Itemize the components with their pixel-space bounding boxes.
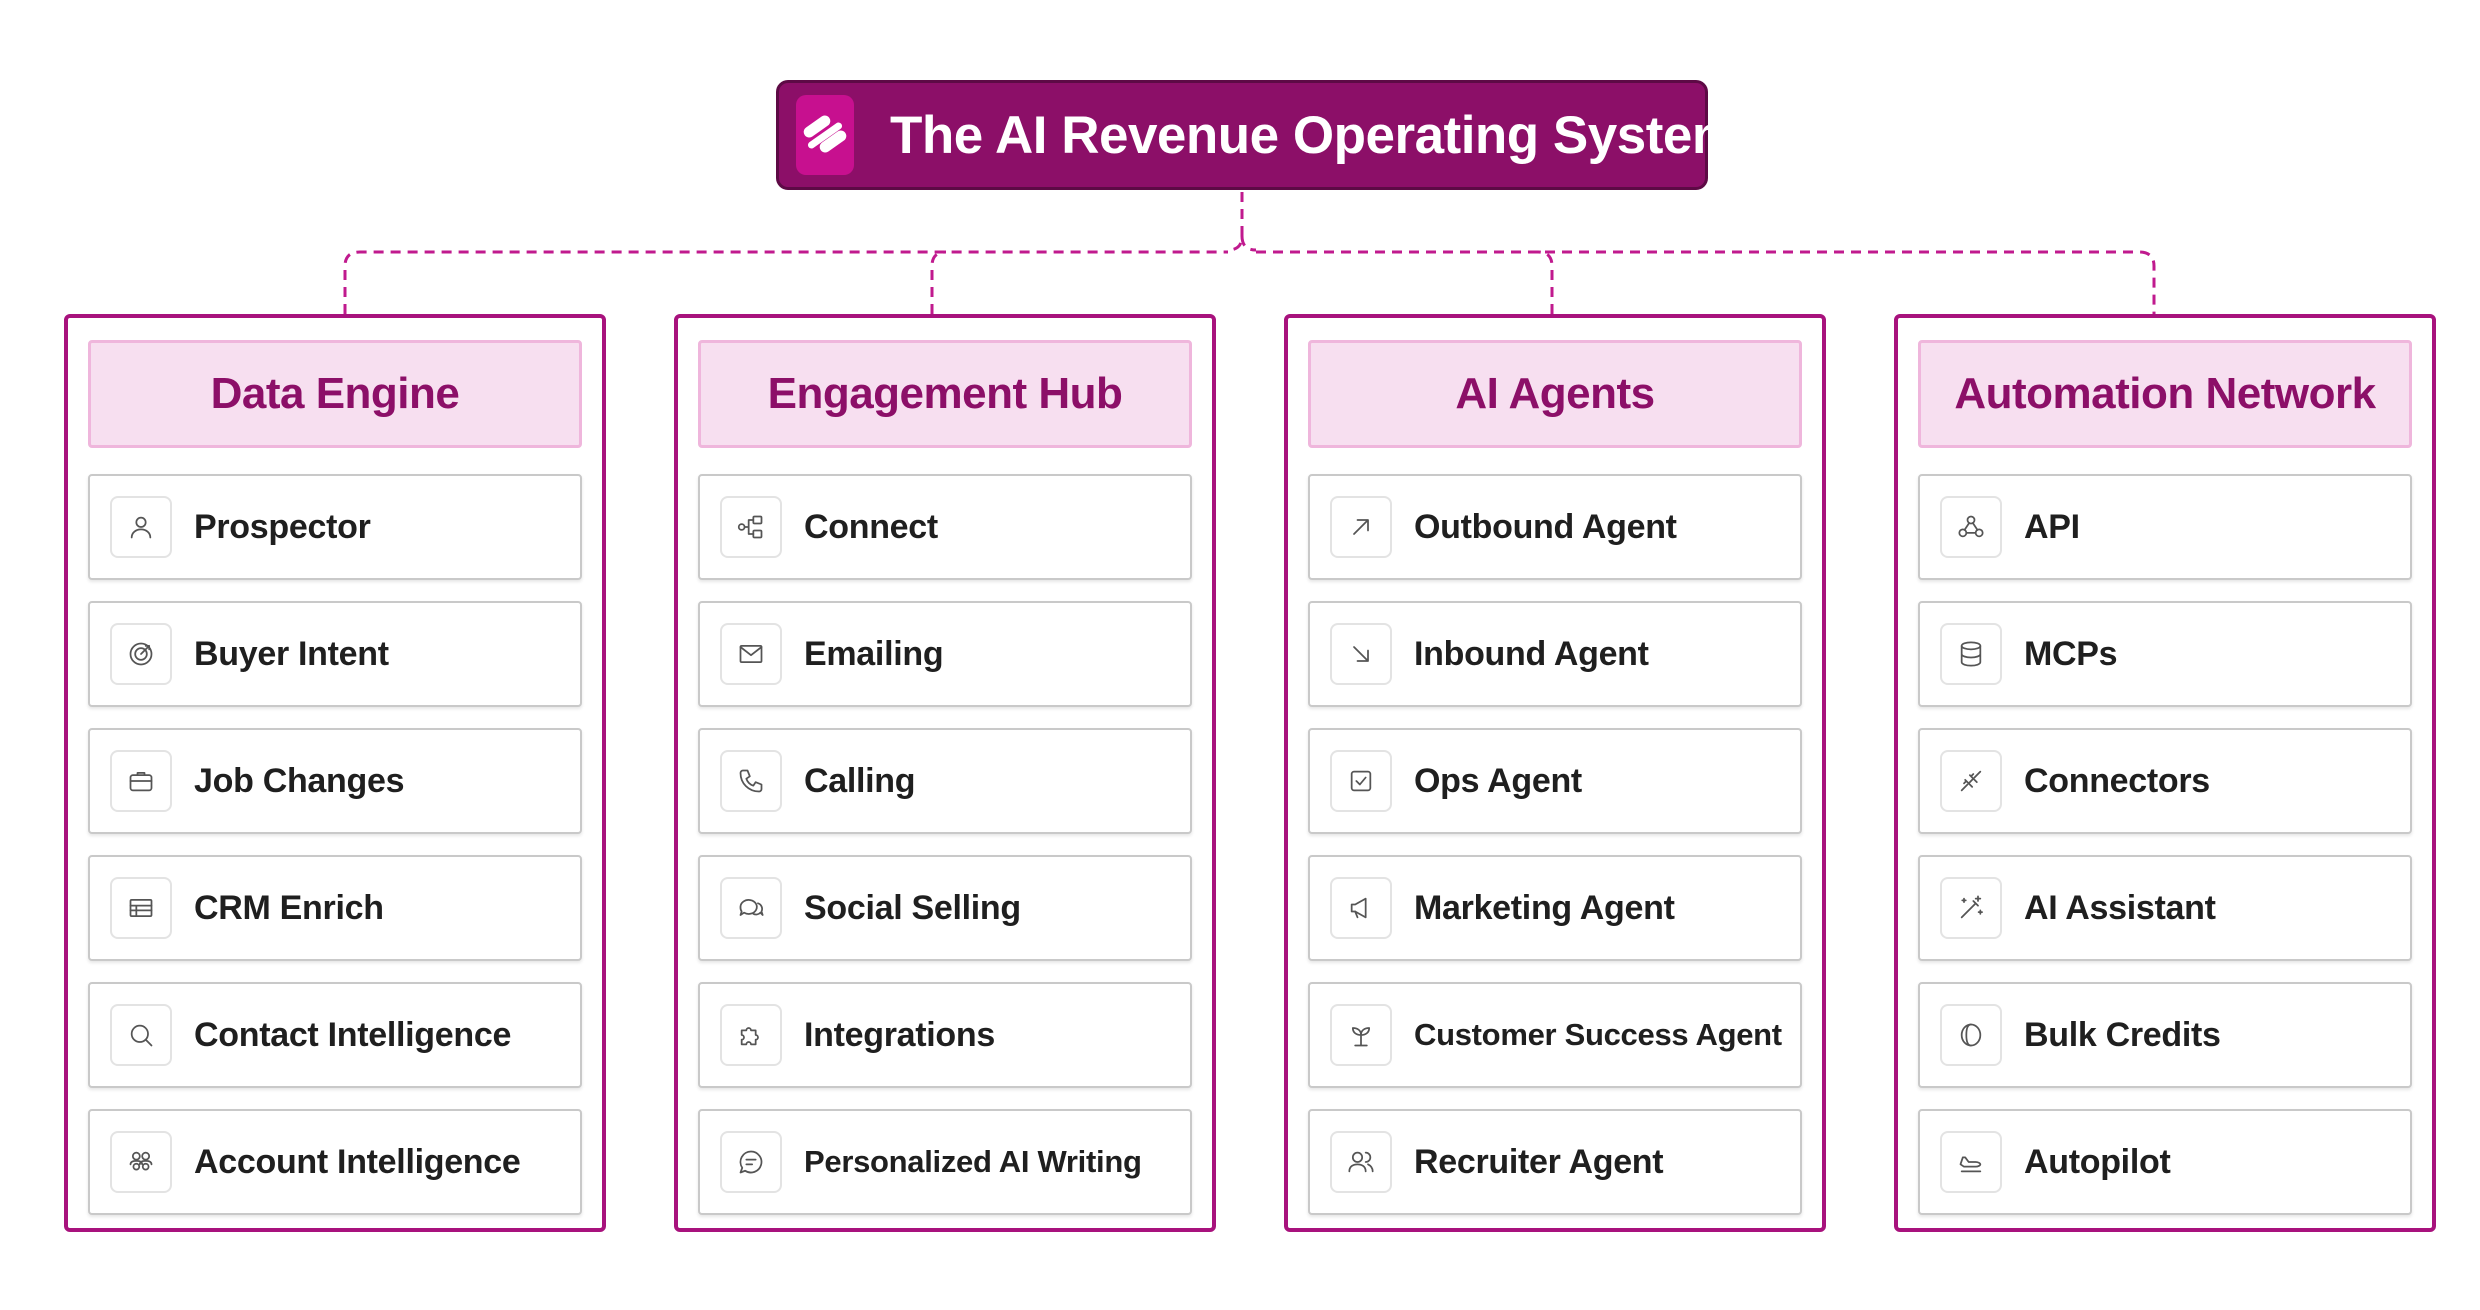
webhook-icon	[1940, 496, 2002, 558]
users-group-icon	[110, 1131, 172, 1193]
list-item-crm-enrich: CRM Enrich	[88, 855, 582, 961]
page-title: The AI Revenue Operating System	[890, 105, 1739, 165]
list-item-bulk-credits: Bulk Credits	[1918, 982, 2412, 1088]
list-item-connect: Connect	[698, 474, 1192, 580]
item-label: Connect	[804, 507, 938, 546]
list-item-prospector: Prospector	[88, 474, 582, 580]
item-label: MCPs	[2024, 634, 2118, 673]
item-label: CRM Enrich	[194, 888, 384, 927]
list-item-contact-intelligence: Contact Intelligence	[88, 982, 582, 1088]
item-label: Prospector	[194, 507, 371, 546]
puzzle-icon	[720, 1004, 782, 1066]
column-header: AI Agents	[1308, 340, 1802, 448]
list-item-recruiter-agent: Recruiter Agent	[1308, 1109, 1802, 1215]
item-label: Contact Intelligence	[194, 1015, 512, 1054]
item-label: Outbound Agent	[1414, 507, 1677, 546]
item-label: Marketing Agent	[1414, 888, 1675, 927]
checkbox-icon	[1330, 750, 1392, 812]
list-item-account-intelligence: Account Intelligence	[88, 1109, 582, 1215]
item-label: Buyer Intent	[194, 634, 389, 673]
plant-icon	[1330, 1004, 1392, 1066]
item-label: API	[2024, 507, 2080, 546]
item-label: AI Assistant	[2024, 888, 2216, 927]
item-label: Calling	[804, 761, 916, 800]
mail-icon	[720, 623, 782, 685]
magic-wand-icon	[1940, 877, 2002, 939]
item-label: Integrations	[804, 1015, 995, 1054]
item-label: Autopilot	[2024, 1142, 2171, 1181]
list-item-buyer-intent: Buyer Intent	[88, 601, 582, 707]
briefcase-icon	[110, 750, 172, 812]
root-title-box: The AI Revenue Operating System	[776, 80, 1739, 190]
column-header: Data Engine	[88, 340, 582, 448]
table-icon	[110, 877, 172, 939]
list-item-connectors: Connectors	[1918, 728, 2412, 834]
megaphone-icon	[1330, 877, 1392, 939]
item-label: Ops Agent	[1414, 761, 1582, 800]
drop-connector-3	[1537, 250, 1554, 314]
item-label: Inbound Agent	[1414, 634, 1649, 673]
arrow-down-right-icon	[1330, 623, 1392, 685]
phone-icon	[720, 750, 782, 812]
trunk-connector	[1227, 192, 1257, 252]
item-label: Customer Success Agent	[1414, 1017, 1782, 1052]
search-icon	[110, 1004, 172, 1066]
list-item-inbound-agent: Inbound Agent	[1308, 601, 1802, 707]
bus-connector	[343, 250, 2156, 314]
users-icon	[1330, 1131, 1392, 1193]
list-item-job-changes: Job Changes	[88, 728, 582, 834]
column-header: Automation Network	[1918, 340, 2412, 448]
list-item-marketing-agent: Marketing Agent	[1308, 855, 1802, 961]
drop-connector-2	[930, 250, 947, 314]
workflow-icon	[720, 496, 782, 558]
list-item-customer-success-agent: Customer Success Agent	[1308, 982, 1802, 1088]
list-item-autopilot: Autopilot	[1918, 1109, 2412, 1215]
item-label: Job Changes	[194, 761, 405, 800]
list-item-calling: Calling	[698, 728, 1192, 834]
list-item-ai-assistant: AI Assistant	[1918, 855, 2412, 961]
list-item-outbound-agent: Outbound Agent	[1308, 474, 1802, 580]
item-label: Recruiter Agent	[1414, 1142, 1664, 1181]
target-icon	[110, 623, 172, 685]
list-item-personalized-ai-writing: Personalized AI Writing	[698, 1109, 1192, 1215]
item-label: Personalized AI Writing	[804, 1144, 1142, 1179]
item-label: Emailing	[804, 634, 944, 673]
column-header: Engagement Hub	[698, 340, 1192, 448]
chat-bubbles-icon	[720, 877, 782, 939]
database-icon	[1940, 623, 2002, 685]
item-label: Account Intelligence	[194, 1142, 521, 1181]
arrow-up-right-icon	[1330, 496, 1392, 558]
user-icon	[110, 496, 172, 558]
list-item-integrations: Integrations	[698, 982, 1192, 1088]
plug-icon	[1940, 750, 2002, 812]
coin-icon	[1940, 1004, 2002, 1066]
list-item-mcps: MCPs	[1918, 601, 2412, 707]
item-label: Bulk Credits	[2024, 1015, 2221, 1054]
item-label: Social Selling	[804, 888, 1021, 927]
list-item-social-selling: Social Selling	[698, 855, 1192, 961]
list-item-ops-agent: Ops Agent	[1308, 728, 1802, 834]
list-item-emailing: Emailing	[698, 601, 1192, 707]
message-icon	[720, 1131, 782, 1193]
item-label: Connectors	[2024, 761, 2210, 800]
brand-logo-icon	[796, 95, 854, 175]
airplane-icon	[1940, 1131, 2002, 1193]
list-item-api: API	[1918, 474, 2412, 580]
